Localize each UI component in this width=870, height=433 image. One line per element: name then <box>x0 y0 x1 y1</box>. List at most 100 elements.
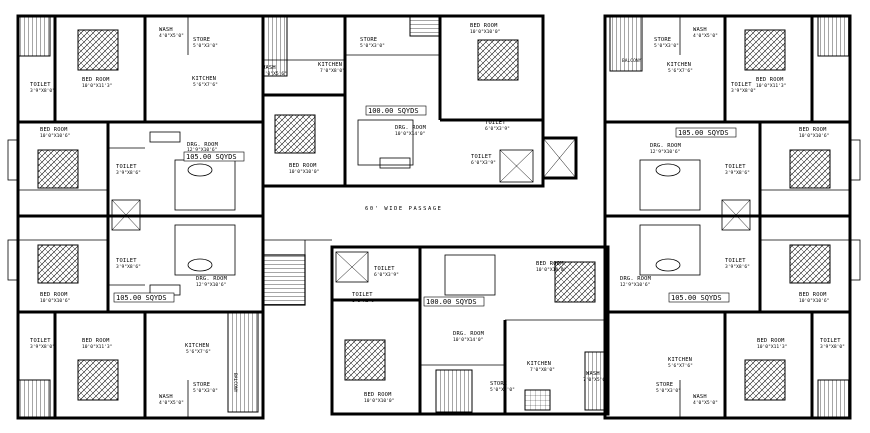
svg-text:TOILET: TOILET <box>30 82 51 88</box>
svg-text:7'0"X5'6": 7'0"X5'6" <box>262 71 287 77</box>
svg-text:KITCHEN: KITCHEN <box>667 62 691 68</box>
svg-text:STORE: STORE <box>193 382 210 388</box>
svg-text:6'0"X3'9": 6'0"X3'9" <box>471 160 496 166</box>
svg-text:3'9"X8'6": 3'9"X8'6" <box>116 170 141 176</box>
area-badge-top-center: 100.00 SQYDS <box>365 105 427 116</box>
svg-text:DRG. ROOM: DRG. ROOM <box>620 276 652 282</box>
area-badge-bottom-center: 100.00 SQYDS <box>423 296 485 307</box>
svg-text:5'0"X3'0": 5'0"X3'0" <box>490 387 515 393</box>
left-building <box>7 14 265 420</box>
svg-text:10'0"X10'0": 10'0"X10'0" <box>364 398 394 404</box>
svg-text:WASH: WASH <box>159 27 173 33</box>
svg-text:BED ROOM: BED ROOM <box>289 163 317 169</box>
svg-text:WASH: WASH <box>262 65 276 71</box>
main-staircase <box>262 239 332 306</box>
svg-text:BED ROOM: BED ROOM <box>82 77 110 83</box>
svg-text:BED ROOM: BED ROOM <box>757 338 785 344</box>
svg-text:12'9"X10'6": 12'9"X10'6" <box>650 149 680 155</box>
svg-text:DRG. ROOM: DRG. ROOM <box>187 142 219 148</box>
svg-text:10'0"X10'6": 10'0"X10'6" <box>40 133 70 139</box>
svg-text:3'9"X8'6": 3'9"X8'6" <box>725 264 750 270</box>
svg-text:TOILET: TOILET <box>30 338 51 344</box>
svg-text:10'0"X10'0": 10'0"X10'0" <box>470 29 500 35</box>
svg-text:10'0"X10'0": 10'0"X10'0" <box>536 267 566 273</box>
svg-text:7'0"X8'0": 7'0"X8'0" <box>530 367 555 373</box>
svg-text:12'9"X10'6": 12'9"X10'6" <box>620 282 650 288</box>
svg-text:BED ROOM: BED ROOM <box>799 292 827 298</box>
svg-text:5'6"X7'6": 5'6"X7'6" <box>668 68 693 74</box>
svg-text:WASH: WASH <box>693 27 707 33</box>
svg-text:10'0"X10'6": 10'0"X10'6" <box>40 298 70 304</box>
svg-text:TOILET: TOILET <box>352 292 373 298</box>
svg-text:TOILET: TOILET <box>820 338 841 344</box>
passage-label: 60' WIDE PASSAGE <box>365 206 443 212</box>
svg-text:3'9"X8'0": 3'9"X8'0" <box>820 344 845 350</box>
bottom-center-building <box>330 245 610 416</box>
svg-text:DRG. ROOM: DRG. ROOM <box>395 125 427 131</box>
svg-text:TOILET: TOILET <box>116 258 137 264</box>
svg-text:6'0"X3'9": 6'0"X3'9" <box>352 298 377 304</box>
svg-text:KITCHEN: KITCHEN <box>185 343 209 349</box>
svg-text:5'0"X3'0": 5'0"X3'0" <box>360 43 385 49</box>
svg-text:105.00 SQYDS: 105.00 SQYDS <box>186 153 237 161</box>
top-center-building <box>261 14 578 188</box>
svg-text:4'0"X5'0": 4'0"X5'0" <box>159 400 184 406</box>
svg-text:3'9"X8'0": 3'9"X8'0" <box>30 344 55 350</box>
svg-text:BED ROOM: BED ROOM <box>756 77 784 83</box>
area-badge-right-upper: 105.00 SQYDS <box>675 127 737 138</box>
svg-text:WASH: WASH <box>693 394 707 400</box>
svg-text:12'9"X10'6": 12'9"X10'6" <box>196 282 226 288</box>
svg-text:4'0"X5'0": 4'0"X5'0" <box>159 33 184 39</box>
svg-text:TOILET: TOILET <box>374 266 395 272</box>
svg-text:BED ROOM: BED ROOM <box>364 392 392 398</box>
svg-text:BED ROOM: BED ROOM <box>40 127 68 133</box>
svg-text:TOILET: TOILET <box>731 82 752 88</box>
svg-text:105.00 SQYDS: 105.00 SQYDS <box>671 294 722 302</box>
svg-text:10'0"X11'3": 10'0"X11'3" <box>82 83 112 89</box>
svg-text:WASH: WASH <box>586 371 600 377</box>
svg-text:TOILET: TOILET <box>725 258 746 264</box>
svg-text:DRG. ROOM: DRG. ROOM <box>196 276 228 282</box>
svg-text:STORE: STORE <box>193 37 210 43</box>
svg-text:STORE: STORE <box>654 37 671 43</box>
svg-text:BED ROOM: BED ROOM <box>536 261 564 267</box>
svg-text:TOILET: TOILET <box>116 164 137 170</box>
svg-text:5'6"X7'6": 5'6"X7'6" <box>186 349 211 355</box>
svg-text:7'0"X5'6": 7'0"X5'6" <box>583 377 608 383</box>
svg-text:BED ROOM: BED ROOM <box>799 127 827 133</box>
svg-text:WASH: WASH <box>159 394 173 400</box>
svg-text:4'0"X5'0": 4'0"X5'0" <box>693 33 718 39</box>
